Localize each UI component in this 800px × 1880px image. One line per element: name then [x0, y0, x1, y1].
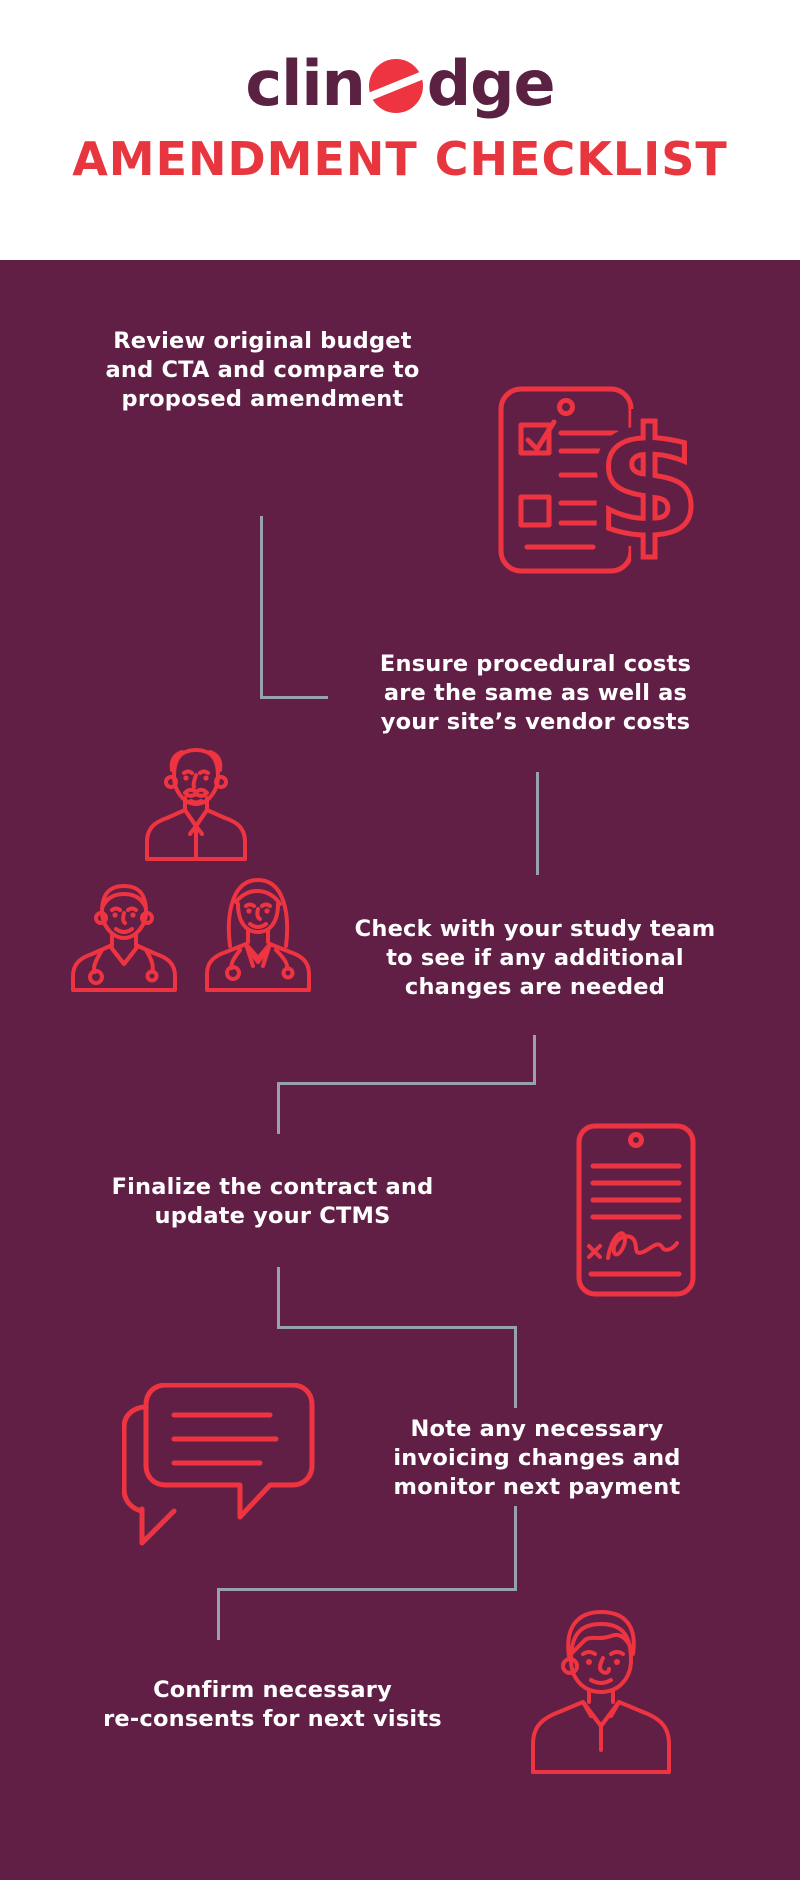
older-man-icon [141, 746, 251, 861]
connector-5-vertical [514, 1506, 517, 1590]
connector-4-vertical [277, 1267, 280, 1328]
step-5-text: Note any necessary invoicing changes and… [393, 1416, 681, 1500]
connector-3-vertical-2 [277, 1082, 280, 1134]
connector-5-vertical-2 [217, 1588, 220, 1640]
chat-bubbles-icon [122, 1383, 316, 1553]
connector-1-horizontal [260, 696, 328, 699]
clipboard-dollar-icon: $ $ [497, 385, 702, 575]
connector-3-vertical [533, 1035, 536, 1084]
young-man-icon [525, 1604, 677, 1774]
step-4-text: Finalize the contract and update your CT… [111, 1174, 434, 1229]
step-3-text: Check with your study team to see if any… [354, 916, 716, 1000]
logo-e-mark-icon [368, 59, 423, 113]
logo-text-post: dge [426, 46, 556, 120]
svg-text:$: $ [597, 397, 701, 571]
connector-5-horizontal [217, 1588, 517, 1591]
step-6-text: Confirm necessary re-consents for next v… [103, 1677, 442, 1732]
connector-3-horizontal [277, 1082, 536, 1085]
connector-1-vertical [260, 516, 263, 696]
connector-2-vertical [536, 772, 539, 875]
connector-4-horizontal [277, 1326, 517, 1329]
female-doctor-icon [202, 874, 314, 992]
step-2-text: Ensure procedural costs are the same as … [379, 651, 692, 735]
step-1-text: Review original budget and CTA and compa… [105, 328, 420, 412]
male-doctor-icon [68, 880, 180, 992]
svg-text:$: $ [597, 397, 701, 571]
contract-signature-icon [575, 1122, 697, 1298]
logo-text-pre: clin [245, 46, 365, 120]
connector-4-vertical-2 [514, 1326, 517, 1408]
page-title: AMENDMENT CHECKLIST [72, 132, 728, 186]
